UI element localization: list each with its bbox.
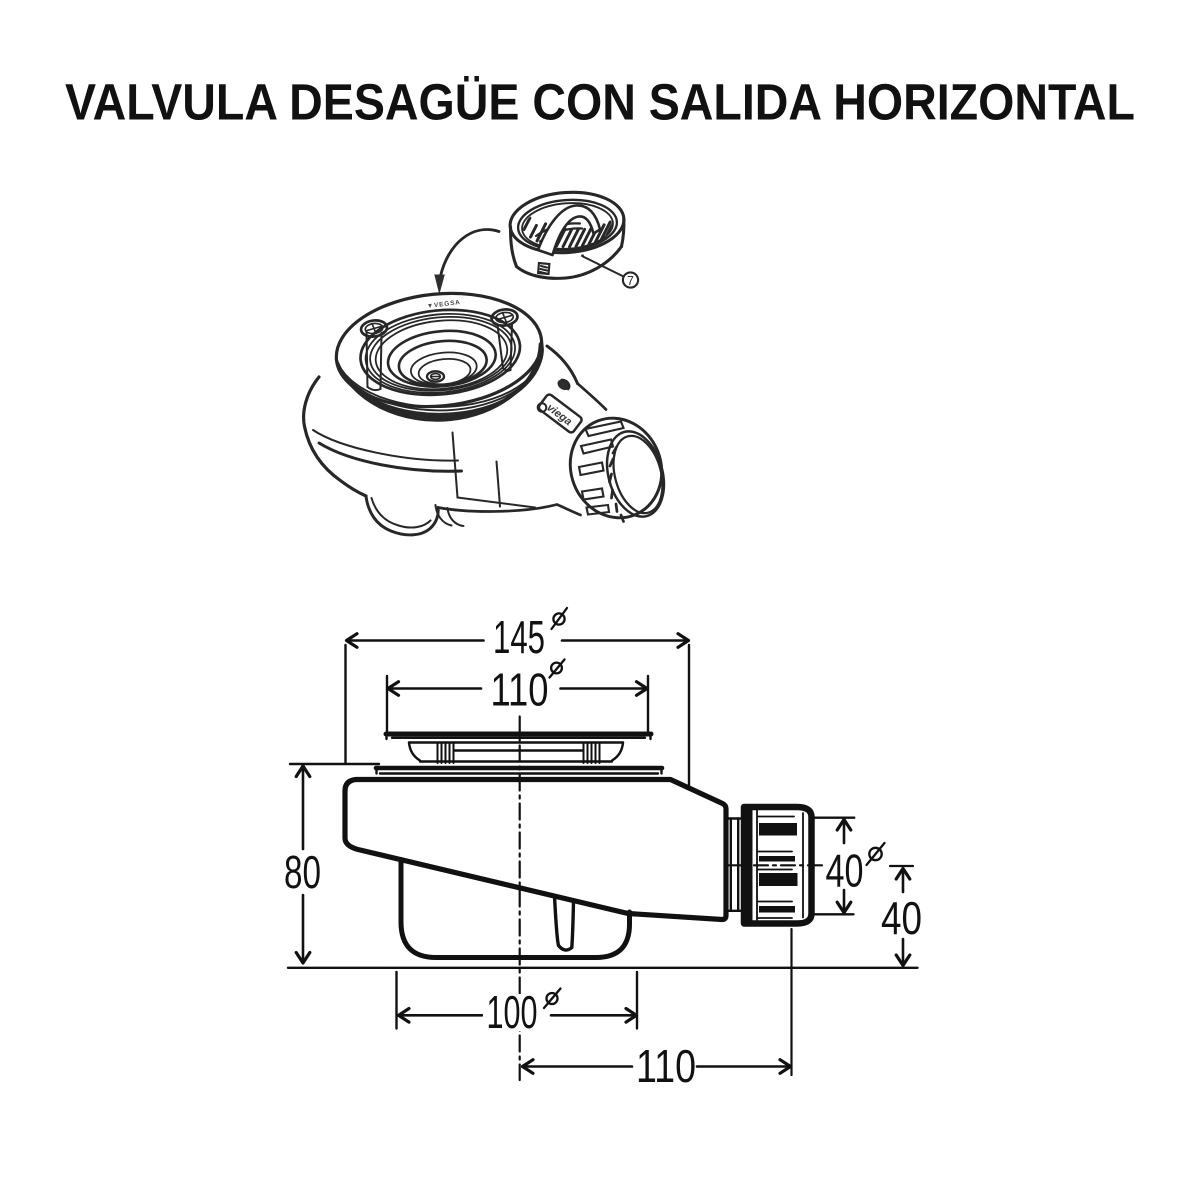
svg-text:7: 7 <box>627 274 634 288</box>
svg-text:80: 80 <box>284 846 321 898</box>
svg-text:100: 100 <box>487 986 538 1038</box>
svg-text:VALVULA DESAGÜE CON SALIDA HOR: VALVULA DESAGÜE CON SALIDA HORIZONTAL <box>65 74 1135 131</box>
svg-text:▼VEGSA: ▼VEGSA <box>427 299 462 310</box>
svg-text:145: 145 <box>493 611 545 663</box>
svg-text:110: 110 <box>636 1040 696 1092</box>
svg-text:40: 40 <box>826 845 864 897</box>
svg-text:110: 110 <box>491 664 549 716</box>
svg-text:40: 40 <box>881 892 922 944</box>
